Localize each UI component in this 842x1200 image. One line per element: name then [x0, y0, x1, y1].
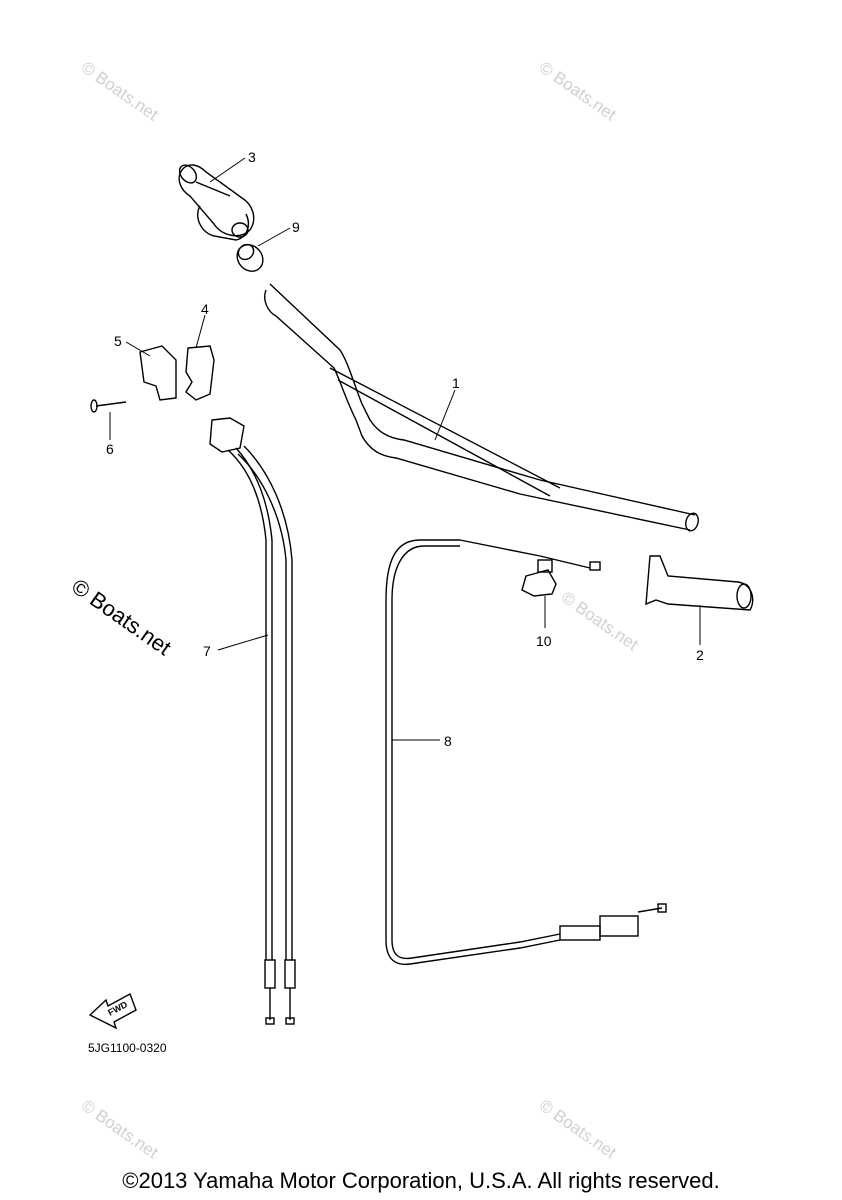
leader-4 — [195, 314, 206, 349]
bolt-part — [90, 399, 127, 413]
watermark-bottom-left: © Boats.net — [78, 1096, 162, 1163]
throttle-grip-part — [178, 164, 255, 241]
callout-9: 9 — [292, 219, 300, 235]
handlebar-holder-upper-part — [185, 345, 215, 401]
watermark-bottom-right: © Boats.net — [536, 1096, 620, 1163]
throttle-cable-part — [209, 417, 296, 1025]
callout-4: 4 — [201, 301, 209, 317]
handlebar-holder-lower-part — [139, 345, 177, 401]
callout-6: 6 — [106, 441, 114, 457]
copyright-notice: ©2013 Yamaha Motor Corporation, U.S.A. A… — [122, 1168, 720, 1193]
diagram-code: 5JG1100-0320 — [88, 1041, 167, 1055]
clutch-cable-part — [385, 539, 667, 966]
watermark-top-left: © Boats.net — [78, 58, 162, 125]
handlebar-part — [264, 283, 699, 532]
callout-10: 10 — [536, 633, 552, 649]
leader-3 — [209, 157, 246, 183]
right-grip-part — [645, 555, 754, 611]
callout-8: 8 — [444, 733, 452, 749]
cable-adjuster-part — [521, 559, 557, 597]
callout-2: 2 — [696, 647, 704, 663]
watermark-top-right: © Boats.net — [536, 58, 620, 125]
callout-7: 7 — [203, 643, 211, 659]
leader-9 — [257, 227, 291, 247]
watermark-mid-right: © Boats.net — [558, 588, 642, 655]
callout-5: 5 — [114, 333, 122, 349]
callout-1: 1 — [452, 375, 460, 391]
collar-part — [236, 243, 264, 272]
watermark-large: © Boats.net — [67, 574, 176, 661]
leader-5 — [125, 341, 151, 357]
leader-7 — [217, 634, 269, 651]
leader-1 — [434, 389, 456, 441]
fwd-arrow-icon: FWD — [88, 992, 137, 1030]
callout-3: 3 — [248, 149, 256, 165]
